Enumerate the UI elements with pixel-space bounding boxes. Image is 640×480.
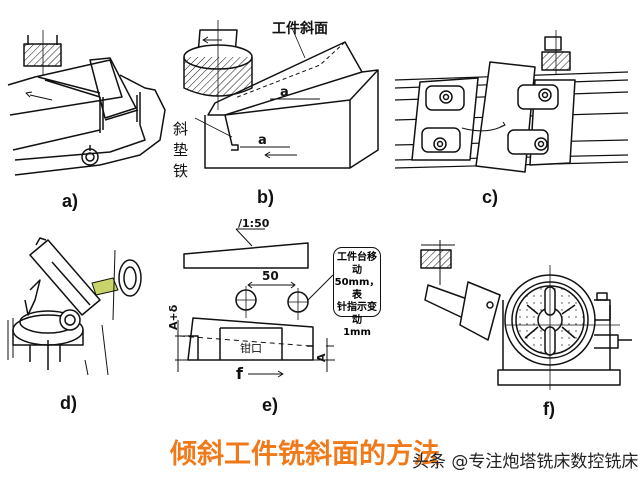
figure-d-drawing xyxy=(7,237,142,376)
height-right-label: A xyxy=(315,353,328,362)
caption-b: b) xyxy=(257,187,274,207)
caption-d: d) xyxy=(60,393,77,413)
page-title: 倾斜工件铣斜面的方法 xyxy=(170,439,440,470)
label-shim-2: 垫 xyxy=(173,141,189,159)
vise-jaw-label: 钳口 xyxy=(240,342,262,355)
watermark: 头条 @专注炮塔铣床数控铣床 xyxy=(412,452,639,472)
cutter-a xyxy=(23,43,62,67)
feed-label: f xyxy=(236,364,243,383)
caption-f: f) xyxy=(543,399,555,419)
chuck-f xyxy=(459,281,501,341)
nut-a xyxy=(81,148,99,166)
distance-label: 50 xyxy=(262,269,279,283)
base-f xyxy=(497,369,621,386)
label-workpiece-surface: 工件斜面 xyxy=(272,21,328,37)
cutter-f xyxy=(420,249,452,269)
figure-f-drawing xyxy=(420,240,632,390)
label-shim-1: 斜 xyxy=(173,120,189,138)
taper-ratio: /1:50 xyxy=(238,217,270,230)
angle-label-lower: a xyxy=(258,133,267,148)
caption-e: e) xyxy=(262,395,279,415)
figure-b-drawing xyxy=(183,20,379,169)
note-bubble: 工件台移动 50mm，表 针指示变动 1mm xyxy=(333,247,381,338)
workpiece-c xyxy=(475,61,536,173)
figure-a-drawing xyxy=(7,30,166,176)
height-left-label: A+δ xyxy=(167,304,180,330)
caption-c: c) xyxy=(482,187,499,207)
note-line-1: 工件台移动 xyxy=(337,252,377,276)
label-shim-3: 铁 xyxy=(173,162,189,180)
note-line-4: 1mm xyxy=(343,327,371,338)
handwheel-d xyxy=(118,259,142,297)
figure-e-drawing xyxy=(175,228,335,378)
note-line-2: 50mm，表 xyxy=(334,277,380,301)
note-line-3: 针指示变动 xyxy=(337,302,377,326)
angle-label-upper: a xyxy=(280,85,289,100)
caption-a: a) xyxy=(62,191,79,211)
dial-indicator-left xyxy=(235,286,257,318)
dial-indicator-right xyxy=(287,288,309,320)
taper-gauge xyxy=(183,242,309,269)
workpiece-b xyxy=(207,41,363,116)
figure-c-drawing xyxy=(394,30,629,173)
